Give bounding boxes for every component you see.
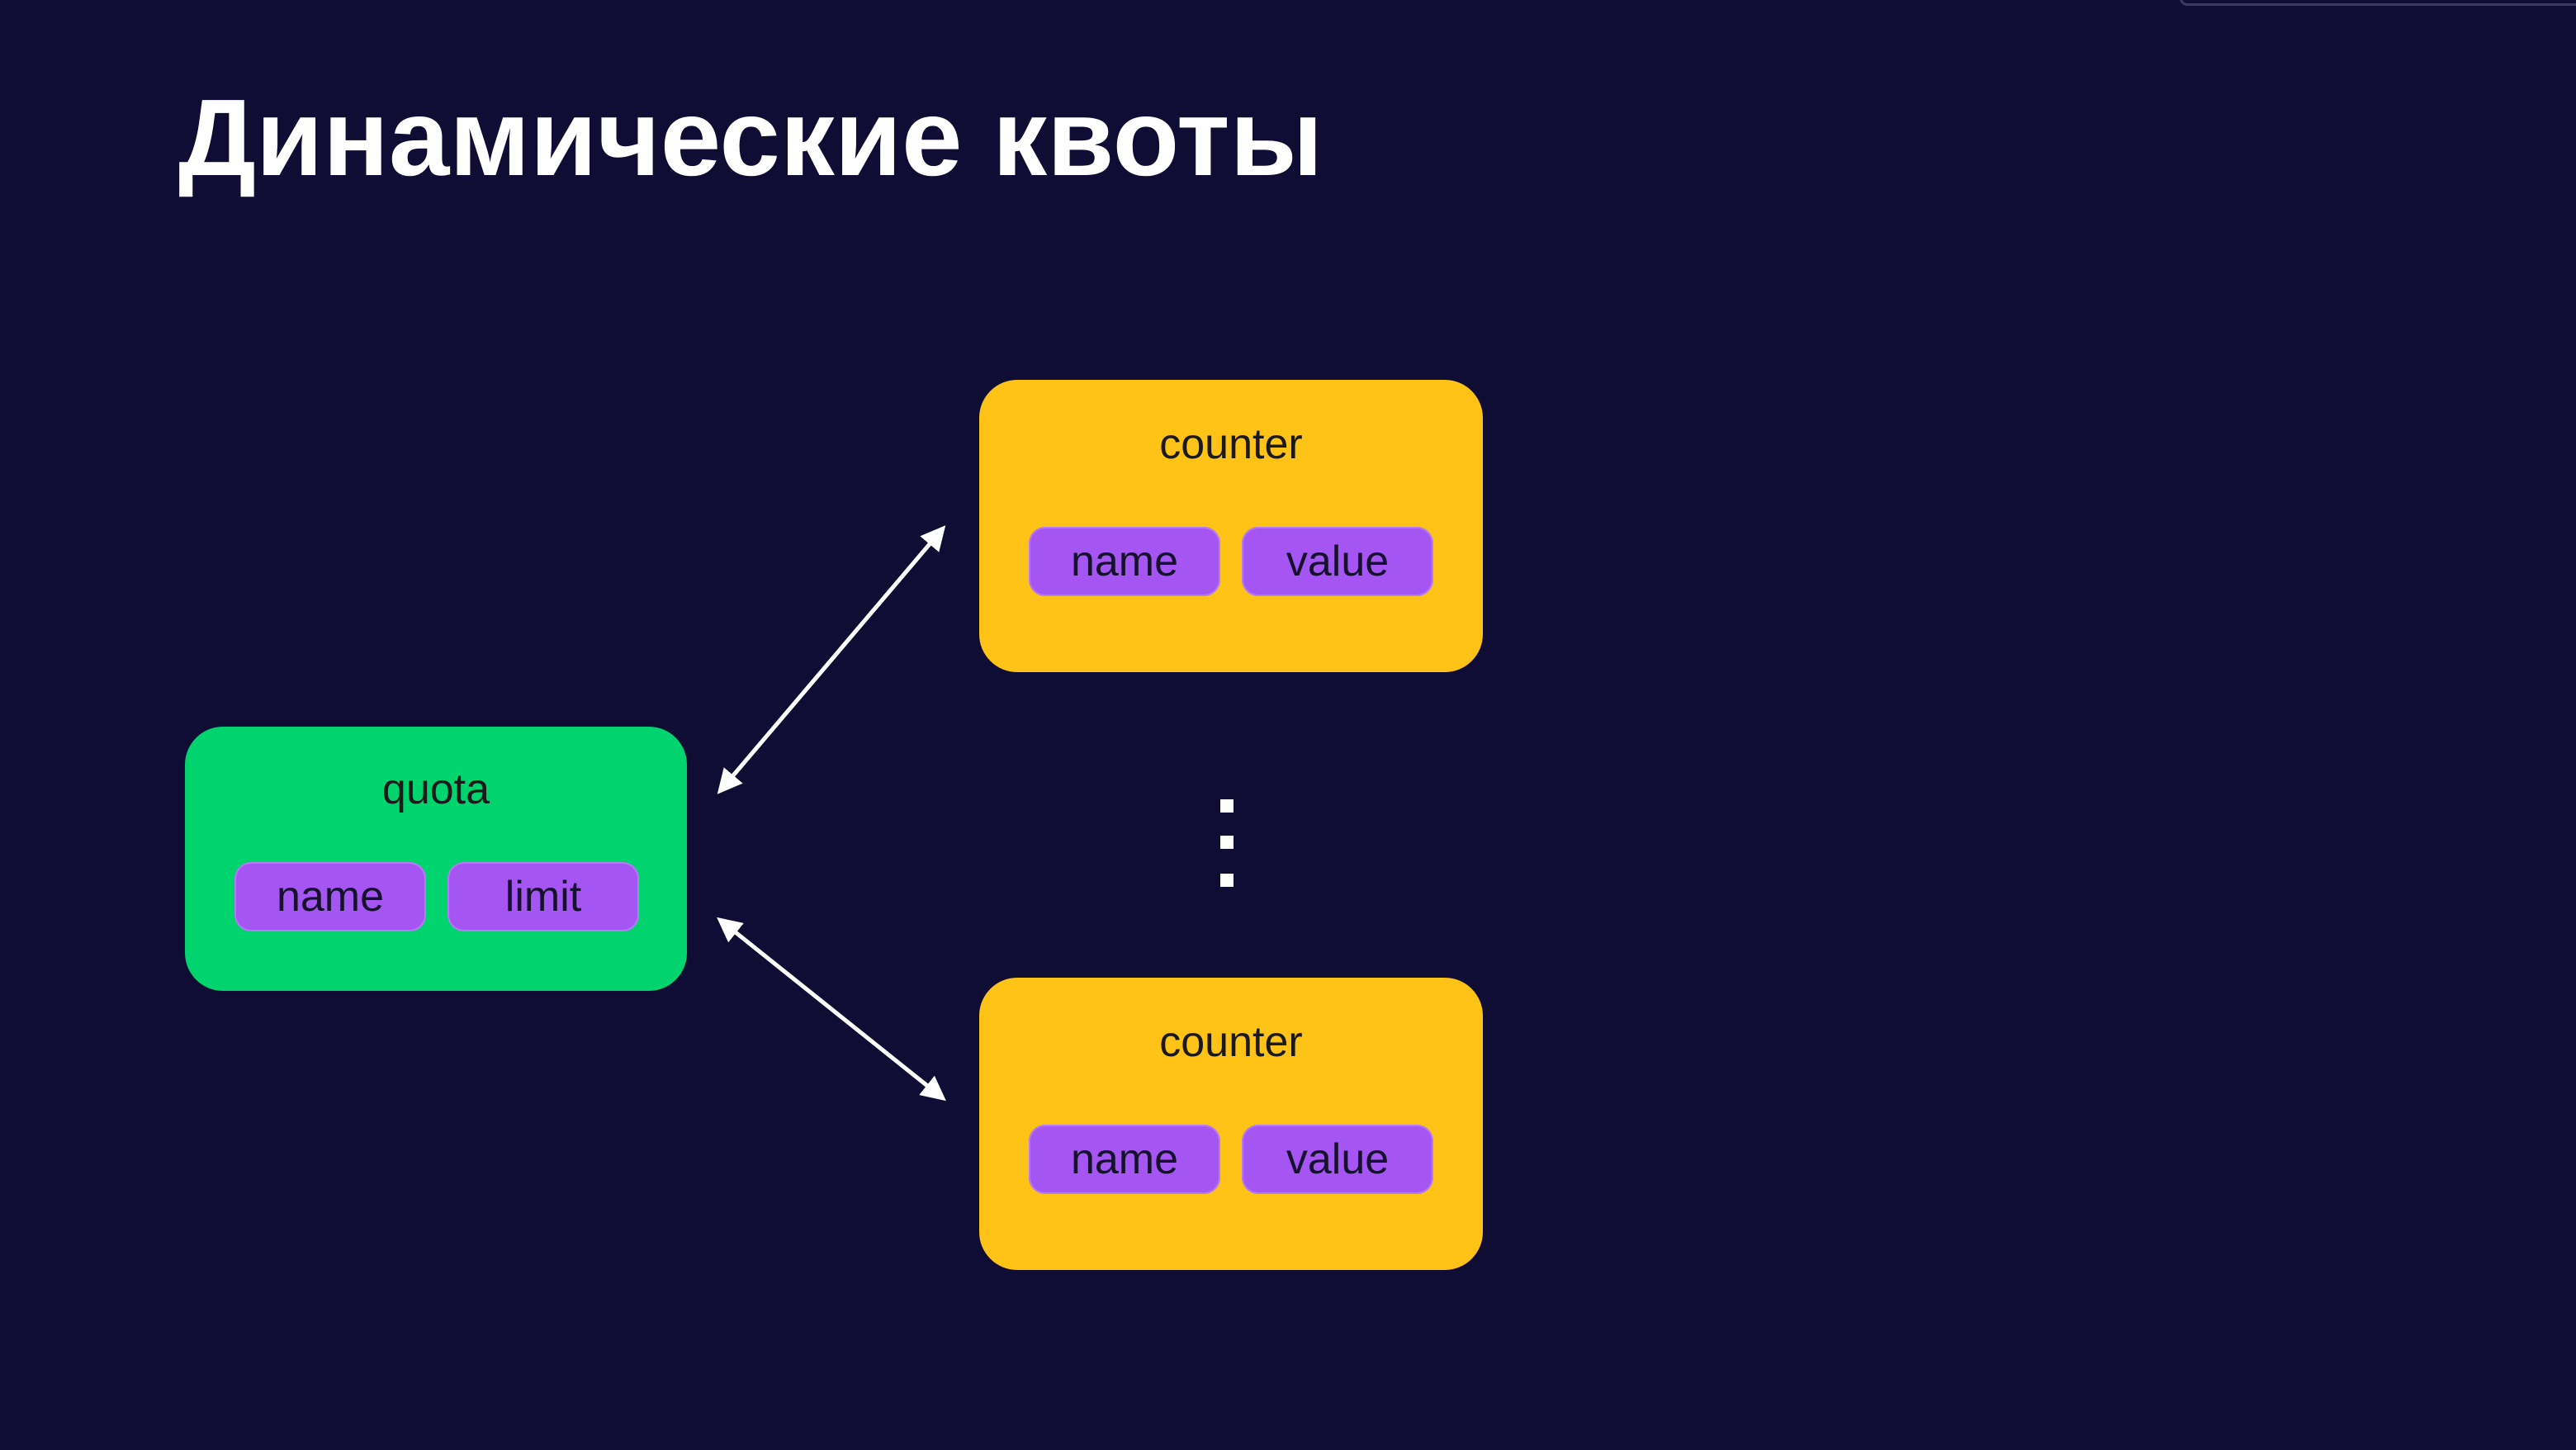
- ellipsis-dot-2: [1220, 836, 1234, 849]
- arrow-quota-to-counter-bottom: [717, 917, 946, 1102]
- quota-field-limit: limit: [447, 862, 639, 931]
- counter-field-value: value: [1242, 1125, 1433, 1194]
- quota-label: quota: [381, 765, 490, 813]
- counter-node-top: counter name value: [979, 380, 1483, 672]
- quota-field-name: name: [234, 862, 426, 931]
- corner-decoration: [2180, 0, 2576, 6]
- quota-node: quota name limit: [185, 727, 687, 991]
- ellipsis-dot-3: [1220, 874, 1234, 887]
- slide-title: Динамические квоты: [178, 77, 1324, 198]
- counter-label: counter: [1159, 420, 1303, 468]
- arrow-quota-to-counter-top: [717, 525, 946, 794]
- ellipsis-dot-1: [1220, 799, 1234, 813]
- counter-label: counter: [1159, 1018, 1303, 1066]
- counter-field-value: value: [1242, 527, 1433, 596]
- counter-field-name: name: [1029, 1125, 1220, 1194]
- counter-field-name: name: [1029, 527, 1220, 596]
- counter-node-bottom: counter name value: [979, 978, 1483, 1270]
